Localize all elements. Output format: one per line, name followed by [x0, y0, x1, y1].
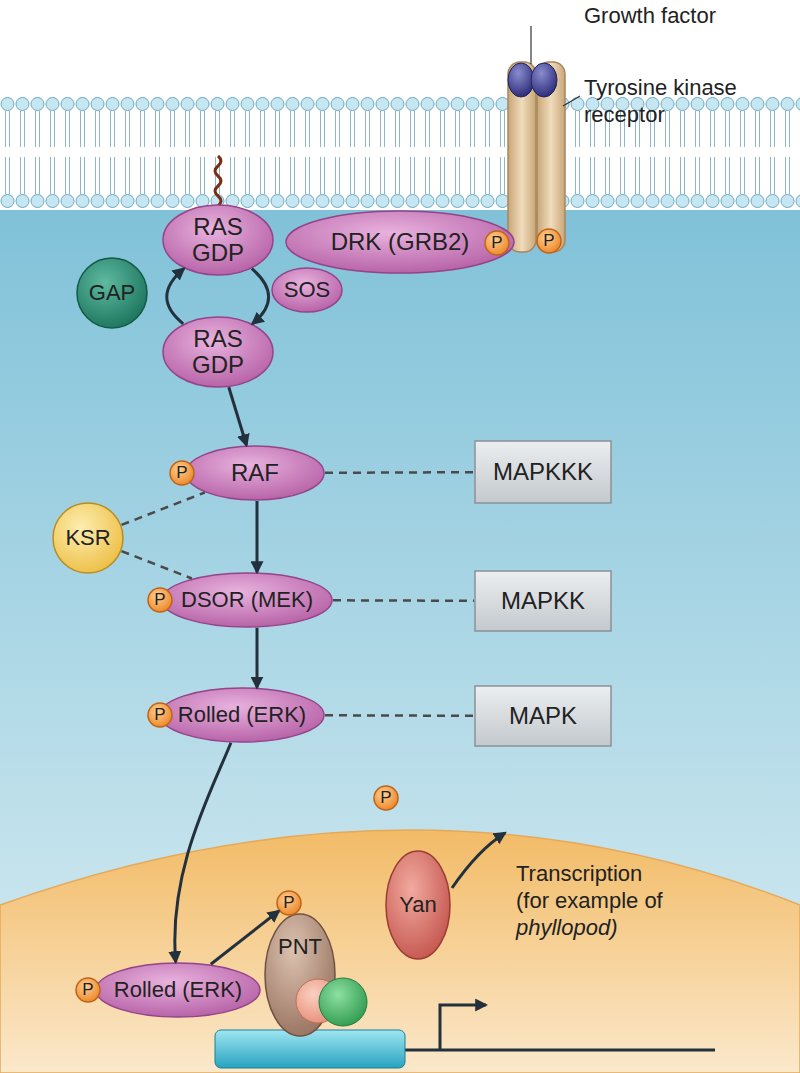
node-outline: [264, 913, 336, 1037]
translocation-arrow: [175, 743, 231, 962]
annotation-label: Transcription (for example of: [516, 860, 681, 914]
kinase-class-box: MAPK: [474, 685, 612, 747]
node-label: KSR: [65, 526, 110, 550]
gap-circle: GAP: [76, 257, 148, 329]
kinase-ellipse: Rolled (ERK): [159, 687, 325, 743]
node-label: P: [543, 232, 554, 251]
node-label: MAPKKK: [493, 459, 593, 485]
growth-factor-ligand: [508, 63, 534, 97]
scaffold-circle: KSR: [52, 502, 124, 574]
node-label: P: [154, 706, 165, 725]
node-label: P: [82, 981, 93, 1000]
node-label: P: [380, 789, 391, 808]
homology-dashed-line: [325, 471, 474, 474]
homology-dashed-line: [333, 599, 474, 602]
protein-ellipse: RAS GDP: [162, 204, 274, 276]
transcription-start-arrow: [440, 1005, 486, 1050]
growth-factor-ligand: [531, 63, 557, 97]
protein-ellipse: SOS: [271, 267, 343, 313]
promoter-element: [215, 1030, 405, 1068]
node-label: DRK (GRB2): [331, 229, 470, 255]
signal-arrow: [229, 387, 247, 445]
scaffold-dashed-line: [122, 551, 192, 578]
kinase-class-box: MAPKK: [474, 570, 612, 632]
signal-arrow: [256, 628, 259, 688]
kinase-class-box: MAPKKK: [474, 440, 612, 504]
annotation-label: Tyrosine kinase receptor: [584, 74, 759, 128]
phospho-circle: P: [147, 587, 173, 613]
node-label: Yan: [399, 893, 437, 917]
receptor-chain: [508, 62, 536, 252]
annotation-label: Growth factor: [584, 2, 784, 29]
phospho-circle: P: [169, 460, 195, 486]
node-label: PNT: [278, 935, 322, 959]
node-label: Rolled (ERK): [178, 703, 306, 727]
node-label: P: [176, 464, 187, 483]
phospho-circle: P: [484, 230, 510, 256]
lipid-anchor: [215, 156, 221, 206]
phospho-circle: P: [276, 890, 302, 916]
node-label: RAS GDP: [183, 214, 253, 267]
nucleus: [0, 830, 800, 1073]
export-arrow: [452, 833, 505, 888]
scaffold-dashed-line: [122, 493, 205, 525]
node-label: MAPK: [509, 703, 577, 729]
phospho-circle: P: [536, 228, 562, 254]
node-label: P: [491, 234, 502, 253]
cycle-arrow: [167, 269, 184, 324]
node-label: RAS GDP: [183, 326, 253, 379]
leader-line: [530, 26, 531, 64]
lipid-bilayer: [0, 95, 800, 210]
kinase-ellipse: DSOR (MEK): [161, 572, 333, 628]
kinase-ellipse: RAF: [185, 445, 325, 501]
leader-line: [563, 96, 580, 106]
node-label: SOS: [284, 278, 330, 302]
node-label: Rolled (ERK): [114, 978, 242, 1002]
node-label: DSOR (MEK): [181, 588, 313, 612]
transcription-factor-ellipse: PNT: [264, 913, 336, 1037]
adaptor-ellipse: DRK (GRB2): [285, 210, 515, 274]
node-label: MAPKK: [501, 588, 585, 614]
cycle-arrow: [252, 269, 269, 324]
node-label: RAF: [231, 460, 279, 486]
annotation-label: phyllopod): [516, 914, 716, 941]
protein-ellipse: RAS GDP: [162, 316, 274, 388]
node-label: GAP: [89, 281, 135, 305]
node-label: P: [154, 591, 165, 610]
phospho-circle: P: [147, 702, 173, 728]
kinase-ellipse: Rolled (ERK): [95, 962, 261, 1018]
node-label: P: [283, 894, 294, 913]
repressor-ellipse: Yan: [385, 850, 451, 960]
homology-dashed-line: [325, 714, 474, 717]
phospho-circle: P: [373, 785, 399, 811]
phospho-circle: P: [75, 977, 101, 1003]
signal-arrow: [256, 501, 259, 572]
